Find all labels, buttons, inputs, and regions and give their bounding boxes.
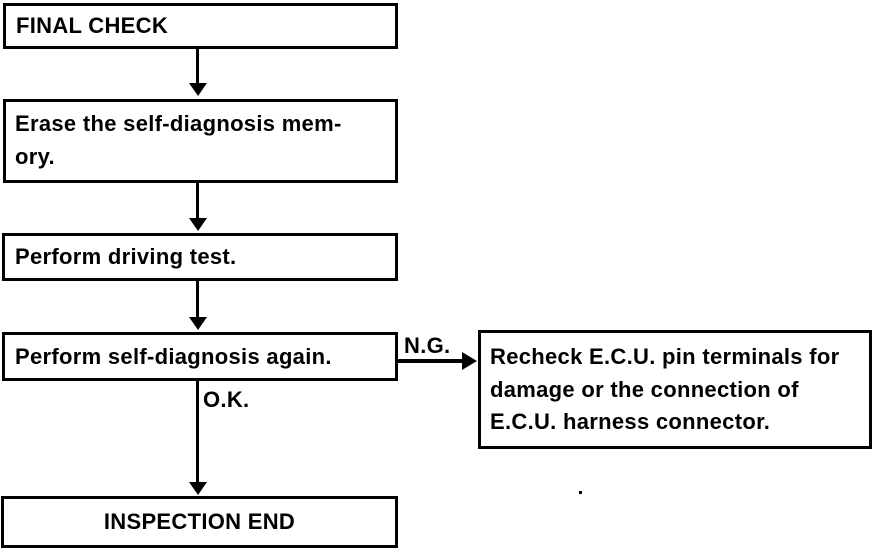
node-driving-test-label: Perform driving test. (15, 244, 237, 269)
node-final-check-label: FINAL CHECK (16, 13, 169, 38)
node-recheck-ecu: Recheck E.C.U. pin terminals for damage … (478, 330, 872, 449)
scan-speck (579, 491, 582, 494)
node-self-diagnosis-again: Perform self-diagnosis again. (2, 332, 398, 381)
arrow-down-1-head-icon (189, 83, 207, 96)
arrow-down-3-shaft (196, 281, 199, 317)
node-inspection-end: INSPECTION END (1, 496, 398, 548)
edge-label-ng: N.G. (404, 333, 451, 358)
arrow-down-3-head-icon (189, 317, 207, 330)
edge-label-ok: O.K. (203, 387, 250, 412)
node-self-diagnosis-again-label: Perform self-diagnosis again. (15, 343, 332, 369)
node-erase-memory: Erase the self-diagnosis mem- ory. (3, 99, 398, 183)
node-erase-memory-line-1: Erase the self-diagnosis mem- (15, 111, 342, 136)
arrow-right-ng-shaft (398, 359, 463, 363)
arrow-down-4-shaft (196, 381, 199, 482)
node-driving-test: Perform driving test. (2, 233, 398, 281)
node-erase-memory-line-2: ory. (15, 144, 55, 169)
node-recheck-ecu-line-1: Recheck E.C.U. pin terminals for (490, 344, 840, 369)
arrow-down-2-head-icon (189, 218, 207, 231)
arrow-down-4-head-icon (189, 482, 207, 495)
node-inspection-end-label: INSPECTION END (103, 509, 296, 534)
node-final-check: FINAL CHECK (3, 3, 398, 49)
node-recheck-ecu-line-2: damage or the connection of (490, 376, 799, 402)
arrow-down-1-shaft (196, 49, 199, 84)
node-recheck-ecu-line-3: E.C.U. harness connector. (490, 409, 771, 434)
arrow-right-ng-head-icon (462, 352, 477, 370)
arrow-down-2-shaft (196, 183, 199, 218)
